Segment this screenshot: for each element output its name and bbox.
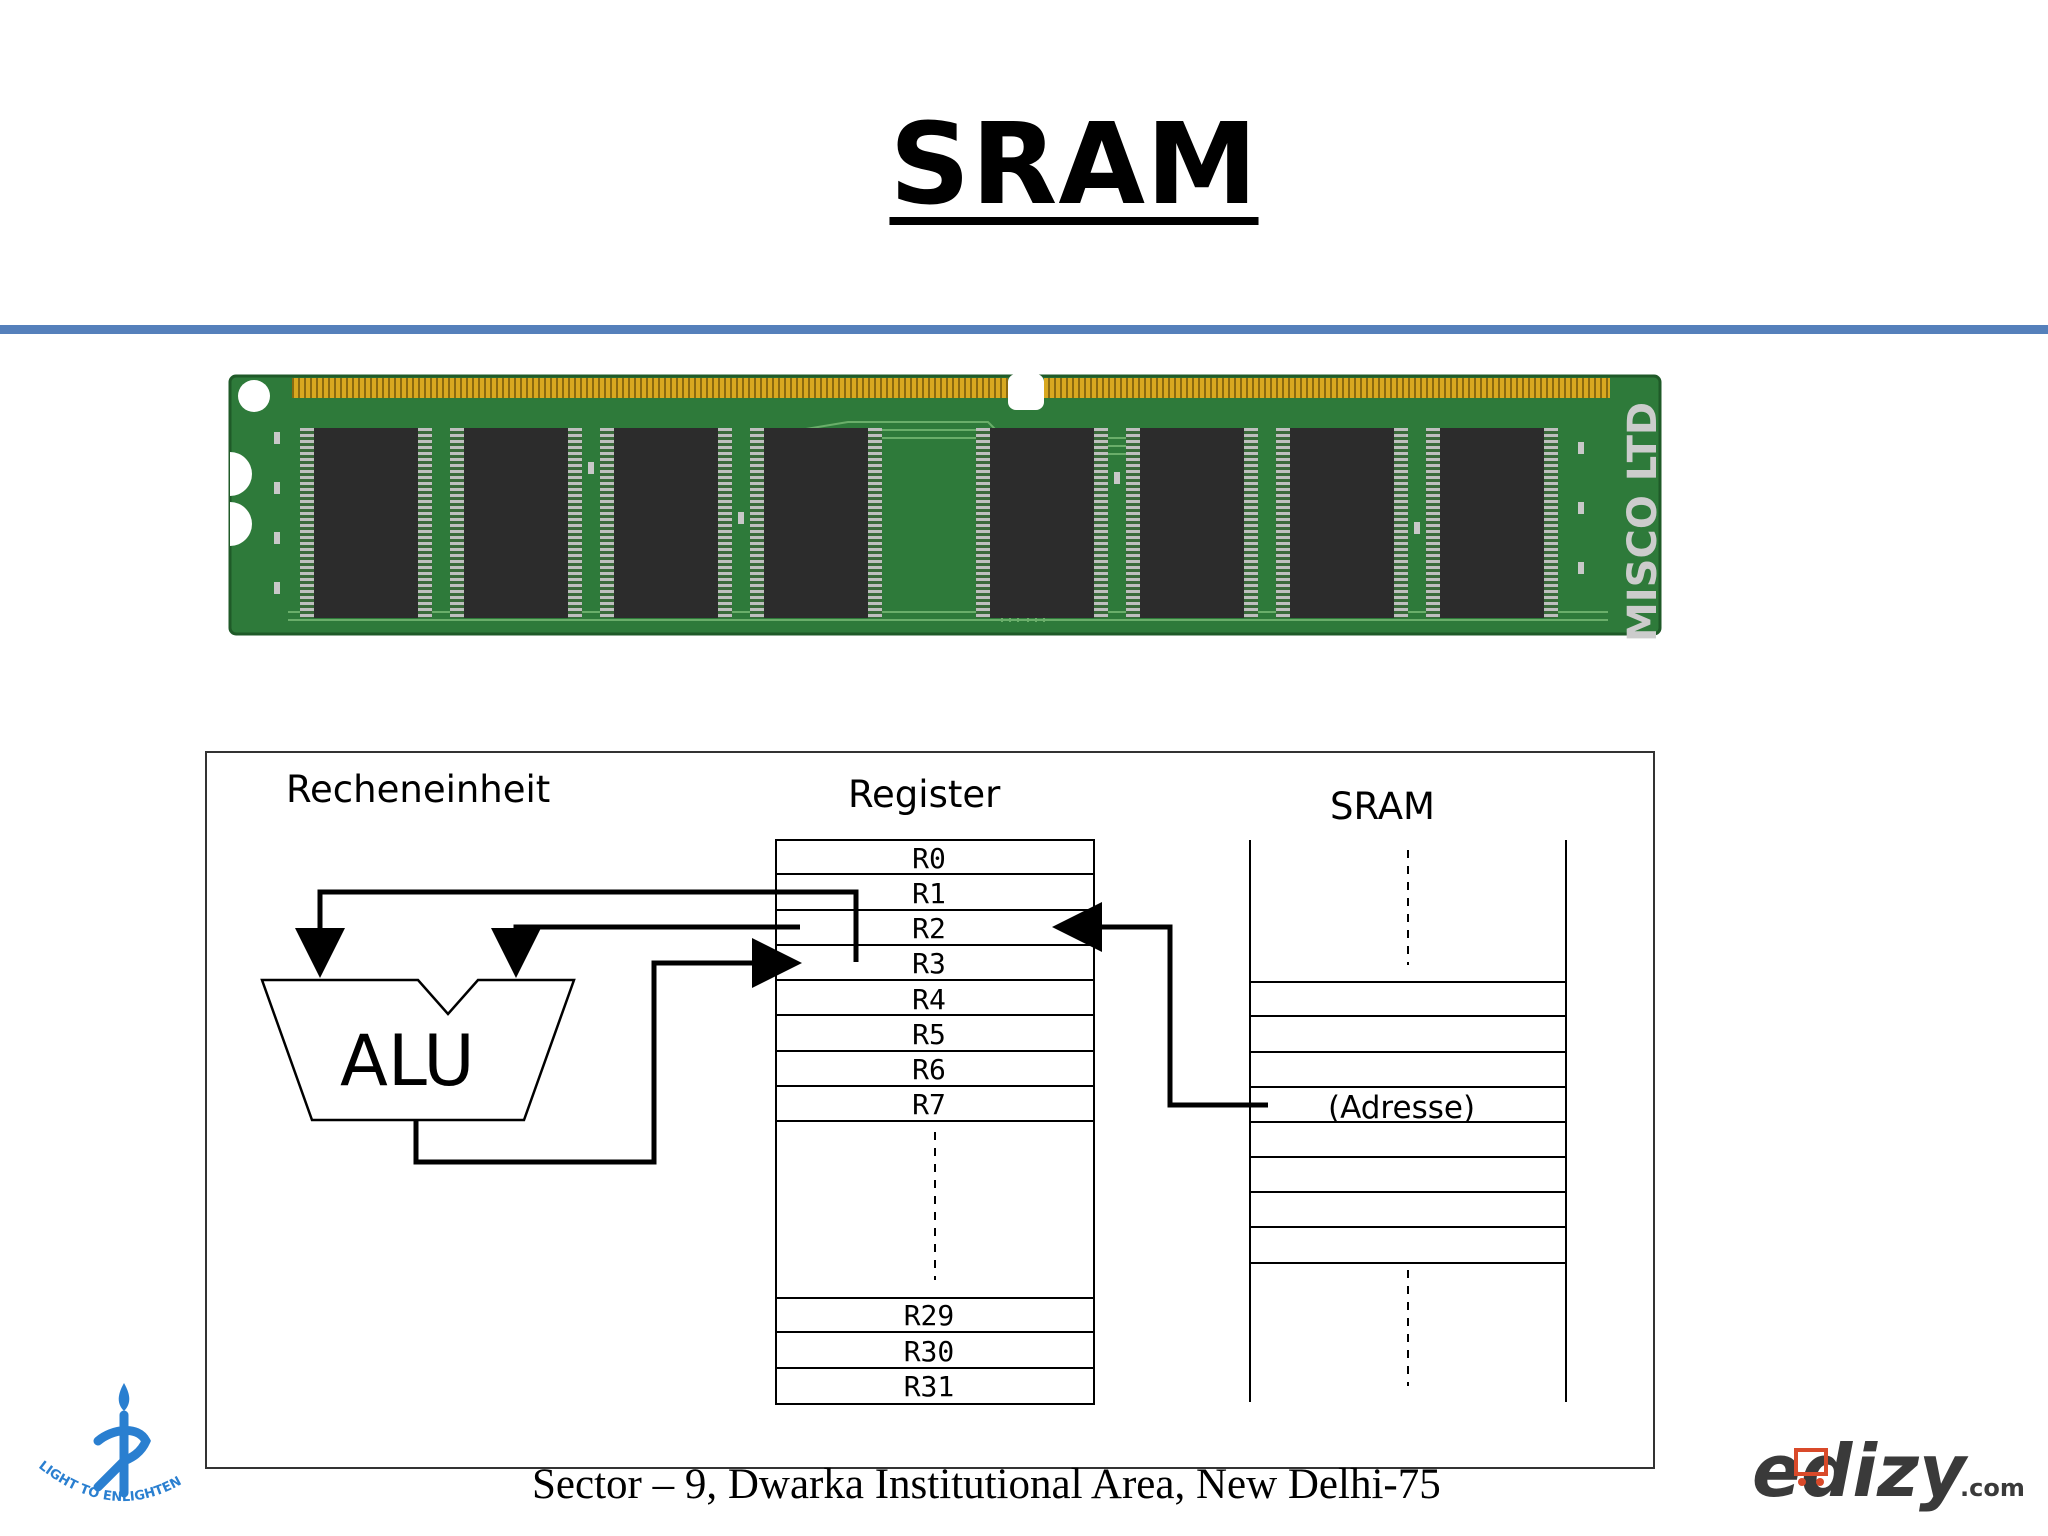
data-paths xyxy=(295,889,1268,1165)
register-r0: R0 xyxy=(912,842,946,875)
path-r2-to-alu-right xyxy=(491,924,800,978)
register-label: Register xyxy=(848,773,1001,816)
title-divider xyxy=(0,325,2048,334)
compute-unit-label: Recheneinheit xyxy=(286,768,550,811)
watermark-text: MISCO LTD xyxy=(1620,402,1666,642)
sram-label: SRAM xyxy=(1330,785,1435,828)
gold-contacts-left xyxy=(292,378,1008,398)
slide-title: SRAM xyxy=(889,100,1259,230)
register-r7: R7 xyxy=(912,1088,946,1121)
register-r30: R30 xyxy=(904,1335,955,1368)
alu-label: ALU xyxy=(340,1020,475,1102)
brand-name: edizy xyxy=(1752,1430,1969,1513)
torch-figure-icon xyxy=(93,1410,151,1498)
register-diagram: Recheneinheit Register SRAM ALU R0 R1 R2… xyxy=(205,751,1655,1469)
sram-column xyxy=(1249,840,1567,1402)
brand-suffix: .com xyxy=(1960,1474,2025,1502)
smd-components xyxy=(274,432,1584,594)
register-r3: R3 xyxy=(912,947,946,980)
register-r1: R1 xyxy=(912,877,946,910)
flame-icon xyxy=(118,1383,130,1411)
register-r29: R29 xyxy=(904,1299,955,1332)
alu-block xyxy=(260,978,576,1122)
footer-address: Sector – 9, Dwarka Institutional Area, N… xyxy=(532,1461,1441,1508)
memory-chips xyxy=(300,428,1558,618)
gold-contacts-right xyxy=(1044,378,1610,398)
institution-logo: LIGHT TO ENLIGHTEN xyxy=(36,1383,184,1505)
path-alu-to-r3 xyxy=(413,938,802,1165)
register-r5: R5 xyxy=(912,1018,946,1051)
register-file: R0 R1 R2 R3 R4 R5 R6 R7 R29 R30 R31 xyxy=(775,839,1095,1405)
sram-address-label: (Adresse) xyxy=(1328,1090,1475,1126)
register-r6: R6 xyxy=(912,1053,946,1086)
edizy-logo: edizy .com xyxy=(1752,1430,2025,1513)
register-r2: R2 xyxy=(912,912,946,945)
path-r3-to-alu-left xyxy=(295,889,859,978)
cart-icon xyxy=(1794,1448,1828,1486)
path-sram-to-r2 xyxy=(1052,902,1268,1108)
register-r31: R31 xyxy=(904,1370,955,1403)
logo-motto: LIGHT TO ENLIGHTEN xyxy=(36,1458,184,1505)
ram-module-image: MISCO LTD xyxy=(228,374,1666,642)
key-notch xyxy=(1008,374,1044,410)
register-r4: R4 xyxy=(912,983,946,1016)
